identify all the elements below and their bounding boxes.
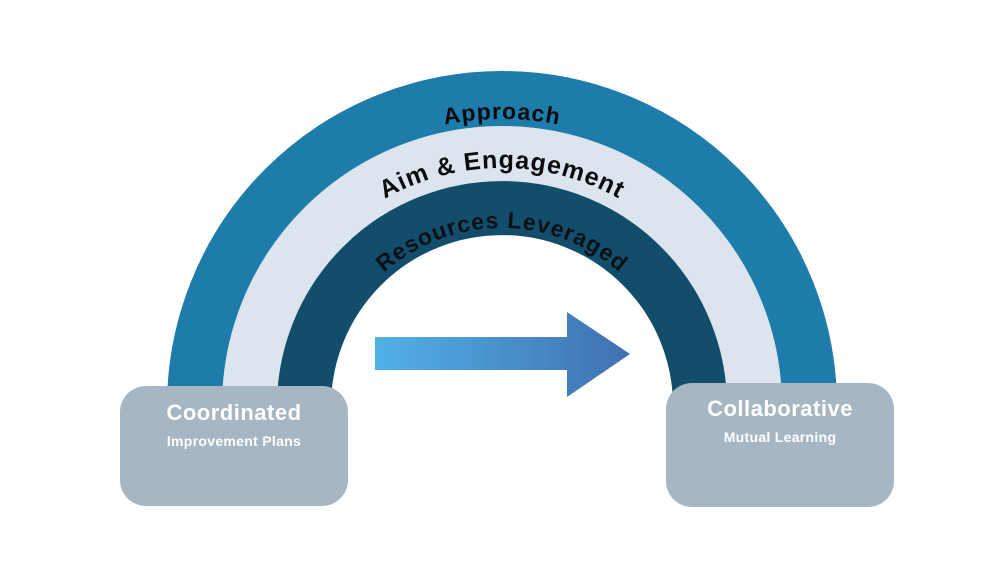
collaborative-box: Collaborative Mutual Learning — [666, 383, 894, 507]
band-approach — [167, 71, 837, 407]
collaborative-subtitle: Mutual Learning — [723, 429, 837, 446]
arrow-right-icon — [375, 312, 630, 397]
coordinated-box: Coordinated Improvement Plans — [120, 386, 348, 506]
coordinated-subtitle: Improvement Plans — [166, 433, 302, 450]
coordinated-title: Coordinated — [166, 400, 302, 425]
band-resources-leveraged — [277, 181, 727, 407]
collaborative-title: Collaborative — [707, 396, 853, 421]
band-aim-engagement — [222, 126, 782, 407]
